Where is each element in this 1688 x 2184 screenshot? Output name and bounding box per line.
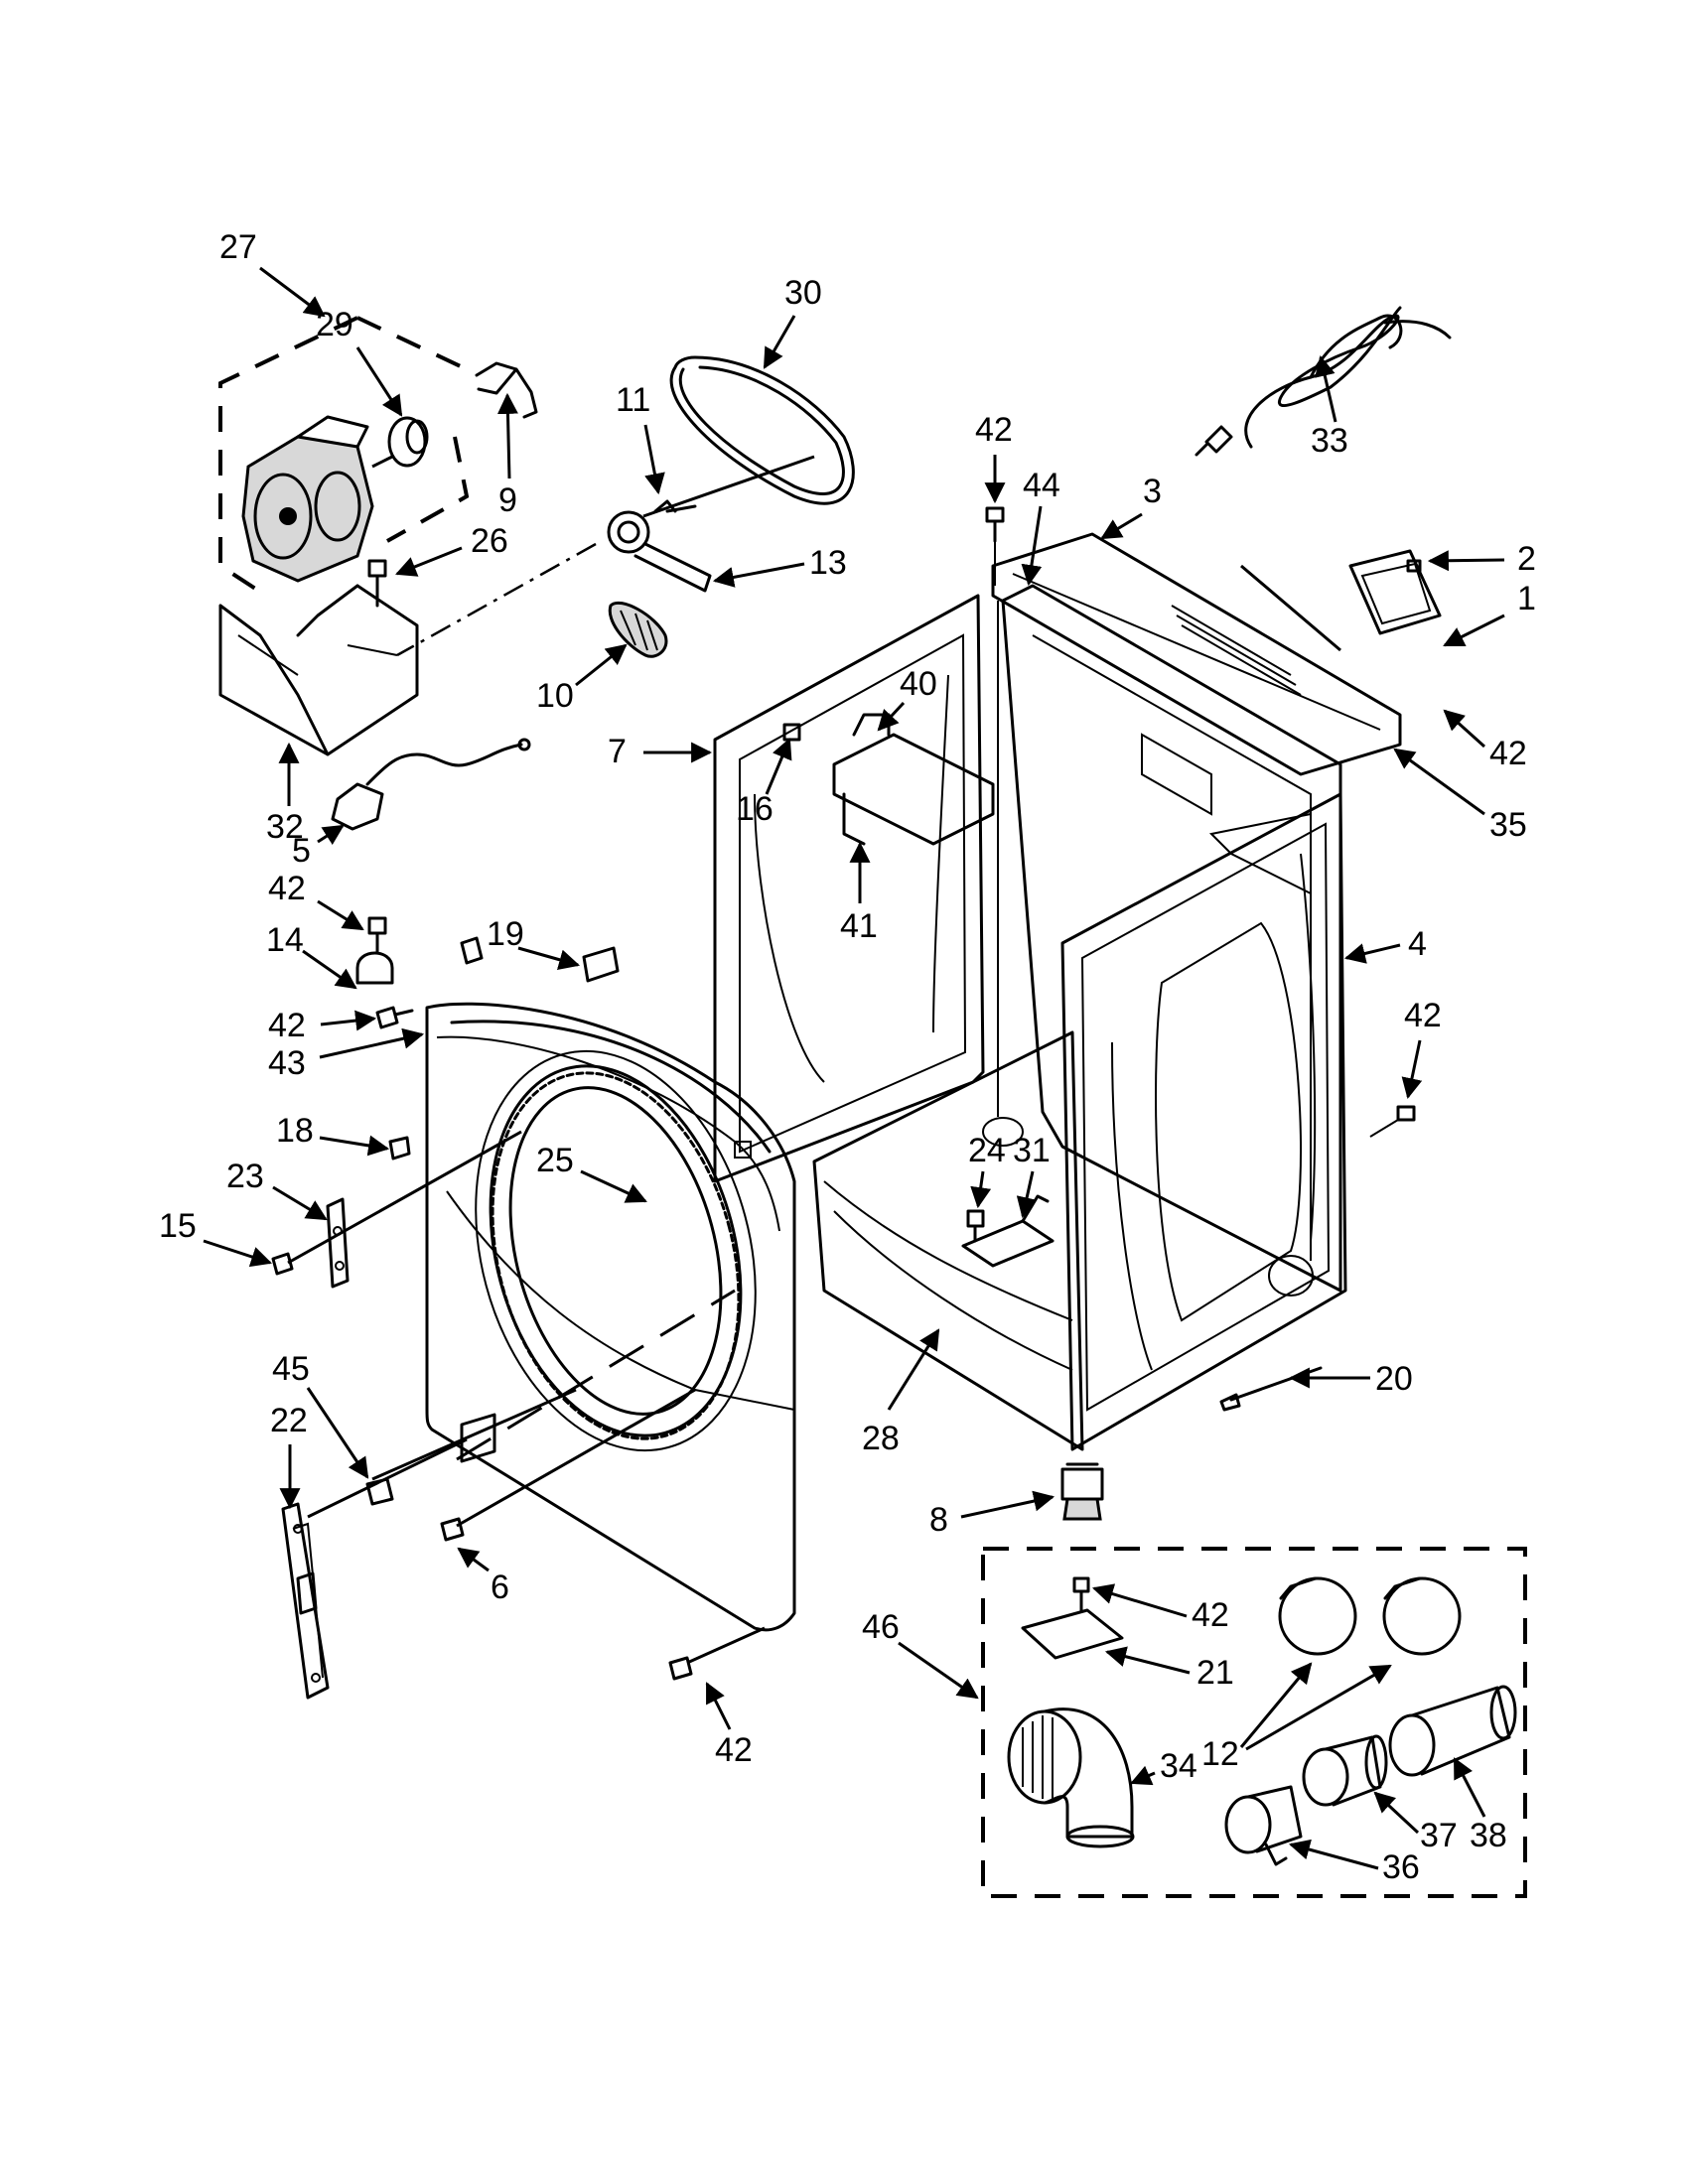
callout-42-left-2: 42 xyxy=(268,1007,306,1044)
callout-42-top: 42 xyxy=(975,411,1013,449)
callout-12: 12 xyxy=(1201,1735,1239,1773)
callout-14: 14 xyxy=(266,921,304,959)
callout-7: 7 xyxy=(608,733,627,770)
callout-4: 4 xyxy=(1408,925,1427,963)
callout-26: 26 xyxy=(471,522,508,560)
exhaust-elbow xyxy=(1007,1707,1135,1848)
motor-group-dashed-outline xyxy=(218,316,470,598)
leveling-rod xyxy=(1219,1366,1323,1412)
cover-plate xyxy=(1021,1608,1124,1660)
callout-37: 37 xyxy=(1420,1817,1458,1854)
callout-45: 45 xyxy=(272,1350,310,1388)
drive-motor xyxy=(241,415,374,583)
leveling-leg xyxy=(1060,1462,1104,1521)
callout-31: 31 xyxy=(1013,1132,1051,1169)
callout-1: 1 xyxy=(1517,580,1536,617)
callout-40: 40 xyxy=(900,665,937,703)
motor-mount-base xyxy=(218,584,419,756)
callout-25: 25 xyxy=(536,1142,574,1179)
top-screw xyxy=(985,506,1005,543)
terminal-block xyxy=(1348,549,1442,635)
callout-24: 24 xyxy=(968,1132,1006,1169)
kit-screw xyxy=(1072,1576,1090,1612)
callout-6: 6 xyxy=(491,1569,509,1606)
side-screw xyxy=(1396,1105,1416,1122)
callout-20: 20 xyxy=(1375,1360,1413,1398)
exhaust-duct xyxy=(1388,1685,1517,1777)
callout-16: 16 xyxy=(736,790,774,828)
callout-13: 13 xyxy=(809,544,847,582)
exhaust-hood-2 xyxy=(1382,1576,1462,1656)
callout-42-left-1: 42 xyxy=(268,870,306,907)
door-catch xyxy=(388,1136,411,1160)
drive-belt xyxy=(669,355,855,505)
power-cord xyxy=(1195,306,1452,457)
idler-pulley xyxy=(607,510,712,593)
callout-43: 43 xyxy=(268,1044,306,1082)
terminal-screw xyxy=(1406,559,1422,573)
exhaust-kit-dashed-box xyxy=(981,1547,1527,1898)
callout-42-right-top: 42 xyxy=(1489,735,1527,772)
callout-15: 15 xyxy=(159,1207,197,1245)
callout-2: 2 xyxy=(1517,540,1536,578)
panel-screw xyxy=(440,1517,465,1542)
callout-42-kit: 42 xyxy=(1192,1596,1229,1634)
door-seal xyxy=(491,1071,741,1440)
door-switch xyxy=(582,946,620,983)
callout-29: 29 xyxy=(316,306,353,343)
exhaust-coupling xyxy=(1302,1734,1388,1807)
bottom-screw xyxy=(668,1656,693,1681)
callout-9: 9 xyxy=(498,481,517,519)
base-screw xyxy=(966,1209,985,1243)
callout-10: 10 xyxy=(536,677,574,715)
callout-22: 22 xyxy=(270,1402,308,1439)
wire-harness xyxy=(331,738,531,831)
bracket-screw xyxy=(782,723,801,742)
idler-spring xyxy=(608,601,668,658)
callout-35: 35 xyxy=(1489,806,1527,844)
callout-38: 38 xyxy=(1470,1817,1507,1854)
callout-41: 41 xyxy=(840,907,878,945)
callout-23: 23 xyxy=(226,1158,264,1195)
callout-34: 34 xyxy=(1160,1747,1197,1785)
hinge-opening xyxy=(460,1413,496,1463)
callout-21: 21 xyxy=(1196,1654,1234,1692)
callout-32: 32 xyxy=(266,808,304,846)
hinge-plate xyxy=(281,1502,330,1700)
callout-18: 18 xyxy=(276,1112,314,1150)
exhaust-hood-1 xyxy=(1278,1576,1357,1656)
callout-11: 11 xyxy=(616,381,650,419)
left-screw xyxy=(375,1006,414,1029)
callout-8: 8 xyxy=(929,1501,948,1539)
cabinet-right-side-panel xyxy=(1060,792,1347,1451)
cabinet-base xyxy=(812,1030,1084,1451)
front-panel xyxy=(425,936,796,1632)
callout-3: 3 xyxy=(1143,473,1162,510)
callout-30: 30 xyxy=(784,274,822,312)
callout-33: 33 xyxy=(1311,422,1348,460)
top-rear-panel-bracket xyxy=(991,532,1402,776)
callout-44: 44 xyxy=(1023,467,1060,504)
strike-screw xyxy=(271,1252,294,1276)
callout-28: 28 xyxy=(862,1420,900,1457)
motor-screw xyxy=(367,559,387,608)
callout-36: 36 xyxy=(1382,1848,1420,1886)
idler-screw xyxy=(653,499,697,513)
callout-27: 27 xyxy=(219,228,257,266)
ground-clip xyxy=(355,916,394,985)
motor-assembly-group xyxy=(218,316,538,756)
rear-bracket xyxy=(832,733,995,846)
exhaust-clamp xyxy=(1224,1785,1303,1866)
callout-5: 5 xyxy=(292,832,311,870)
callout-46: 46 xyxy=(862,1608,900,1646)
callout-42-bottom: 42 xyxy=(715,1731,753,1769)
cabinet-left-side-panel xyxy=(713,594,985,1183)
door-strike xyxy=(326,1197,350,1289)
motor-clamp xyxy=(387,416,429,468)
motor-retainer-bracket xyxy=(475,361,538,419)
callout-42-right-side: 42 xyxy=(1404,997,1442,1034)
callout-19: 19 xyxy=(487,915,524,953)
